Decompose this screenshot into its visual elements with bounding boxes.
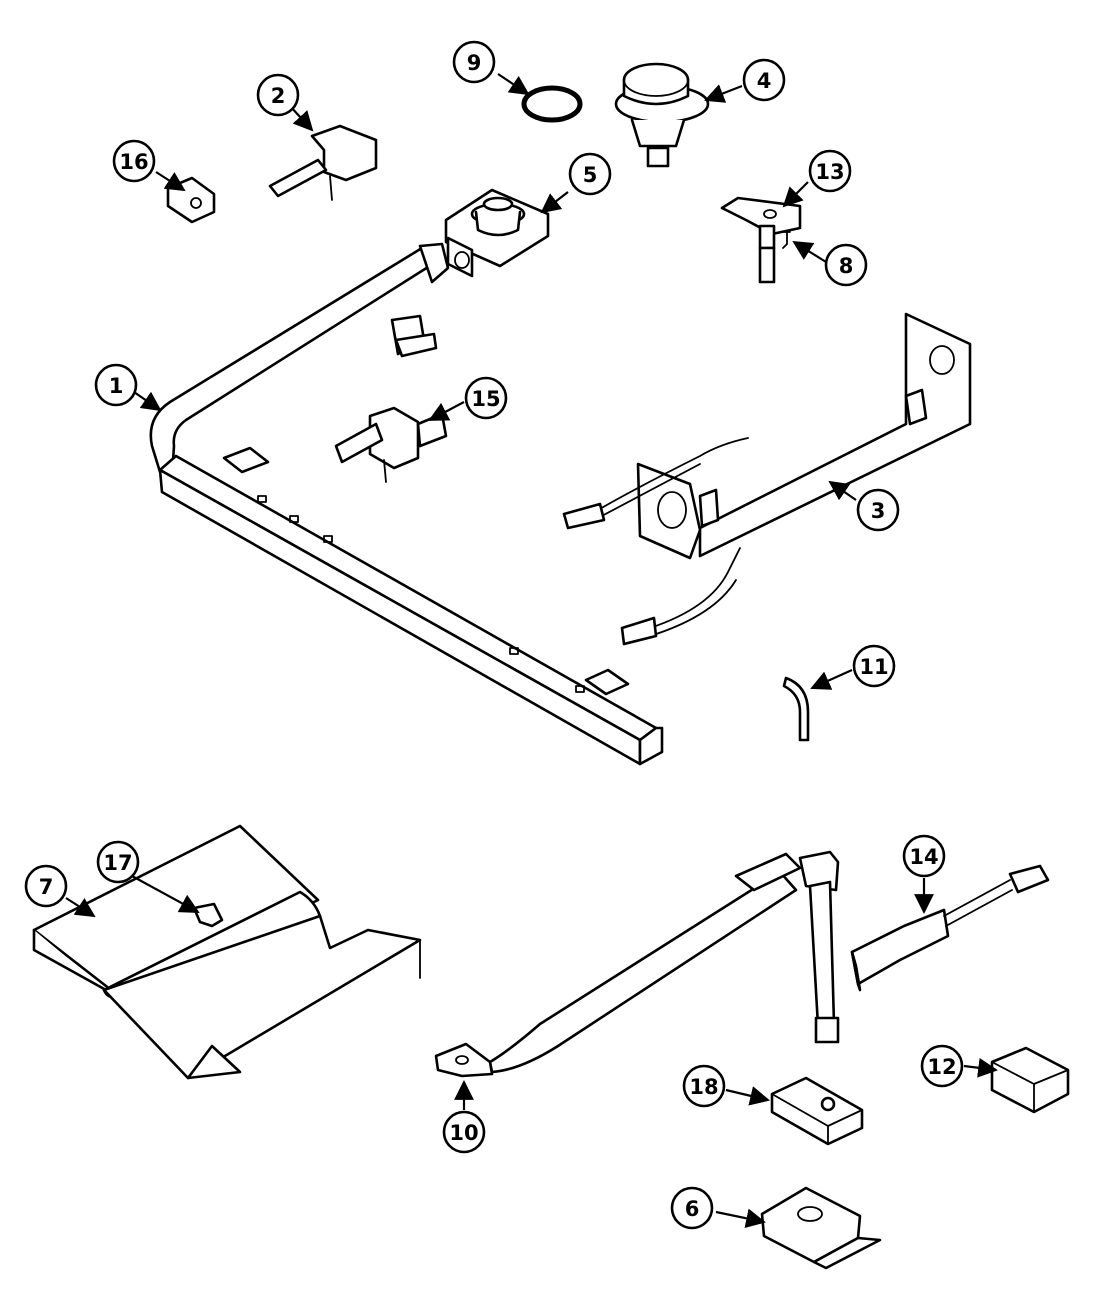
leader-13: [782, 181, 809, 208]
callout-13: 13: [808, 149, 852, 193]
part-9-o-ring: [521, 85, 583, 123]
callout-15-label: 15: [471, 387, 500, 411]
leader-16: [155, 171, 186, 192]
part-6-bracket: [760, 1186, 882, 1270]
callout-8: 8: [824, 243, 868, 287]
leader-11: [810, 668, 853, 690]
leader-2: [289, 105, 314, 132]
callouts: 1 2 3 4 5 6 7 8: [24, 40, 964, 1230]
callout-12-label: 12: [927, 1055, 956, 1079]
callout-6-label: 6: [685, 1197, 700, 1221]
callout-2: 2: [256, 73, 300, 117]
leader-lines: [65, 73, 998, 1229]
callout-18-label: 18: [689, 1075, 718, 1099]
callout-10-label: 10: [449, 1121, 478, 1145]
callout-1: 1: [94, 363, 138, 407]
leader-8: [792, 240, 827, 263]
part-13-ignitor-bracket: [720, 196, 802, 284]
callout-11: 11: [852, 644, 896, 688]
callout-8-label: 8: [839, 254, 854, 278]
leader-18: [725, 1086, 770, 1106]
part-1-manifold: [149, 242, 664, 766]
leader-12: [963, 1057, 998, 1078]
callout-15: 15: [464, 376, 508, 420]
part-5-regulator: [444, 188, 550, 278]
callout-17-label: 17: [103, 851, 132, 875]
part-2-valve: [268, 124, 378, 201]
part-12-switch: [990, 1046, 1070, 1114]
callout-9-label: 9: [467, 51, 482, 75]
part-17-wing-nut: [192, 902, 224, 928]
part-3-burner-bracket: [562, 312, 972, 646]
callout-17: 17: [96, 840, 140, 884]
leader-17: [131, 875, 200, 913]
callout-14-label: 14: [909, 845, 938, 869]
part-18-module: [770, 1076, 864, 1146]
leader-5: [540, 191, 569, 214]
part-11-tube: [782, 676, 810, 742]
callout-12: 12: [920, 1044, 964, 1088]
leader-3: [828, 480, 857, 501]
leader-7: [65, 897, 96, 918]
leader-9: [497, 73, 530, 96]
callout-13-label: 13: [815, 160, 844, 184]
part-10-burner-tube: [434, 850, 840, 1078]
part-8-screw: [782, 231, 791, 249]
callout-16: 16: [112, 139, 156, 183]
callout-6: 6: [670, 1186, 714, 1230]
callout-18: 18: [682, 1064, 726, 1108]
callout-2-label: 2: [271, 84, 286, 108]
callout-1-label: 1: [109, 374, 124, 398]
part-15-valve: [334, 406, 448, 483]
leader-4: [704, 84, 743, 103]
callout-4: 4: [742, 58, 786, 102]
callout-7-label: 7: [39, 875, 54, 899]
callout-11-label: 11: [859, 655, 888, 679]
callout-5: 5: [568, 152, 612, 196]
callout-7: 7: [24, 864, 68, 908]
part-4-burner-head: [614, 62, 710, 168]
callout-4-label: 4: [757, 69, 772, 93]
callout-5-label: 5: [583, 163, 598, 187]
callout-16-label: 16: [119, 150, 148, 174]
leader-1: [133, 391, 162, 412]
part-14-ignitor: [850, 864, 1050, 992]
callout-10: 10: [442, 1110, 486, 1154]
callout-9: 9: [452, 40, 496, 84]
leader-15: [428, 401, 465, 421]
callout-3: 3: [856, 488, 900, 532]
callout-14: 14: [902, 834, 946, 878]
callout-3-label: 3: [871, 499, 886, 523]
part-7-shield: [32, 824, 422, 1080]
leader-6: [715, 1208, 766, 1229]
